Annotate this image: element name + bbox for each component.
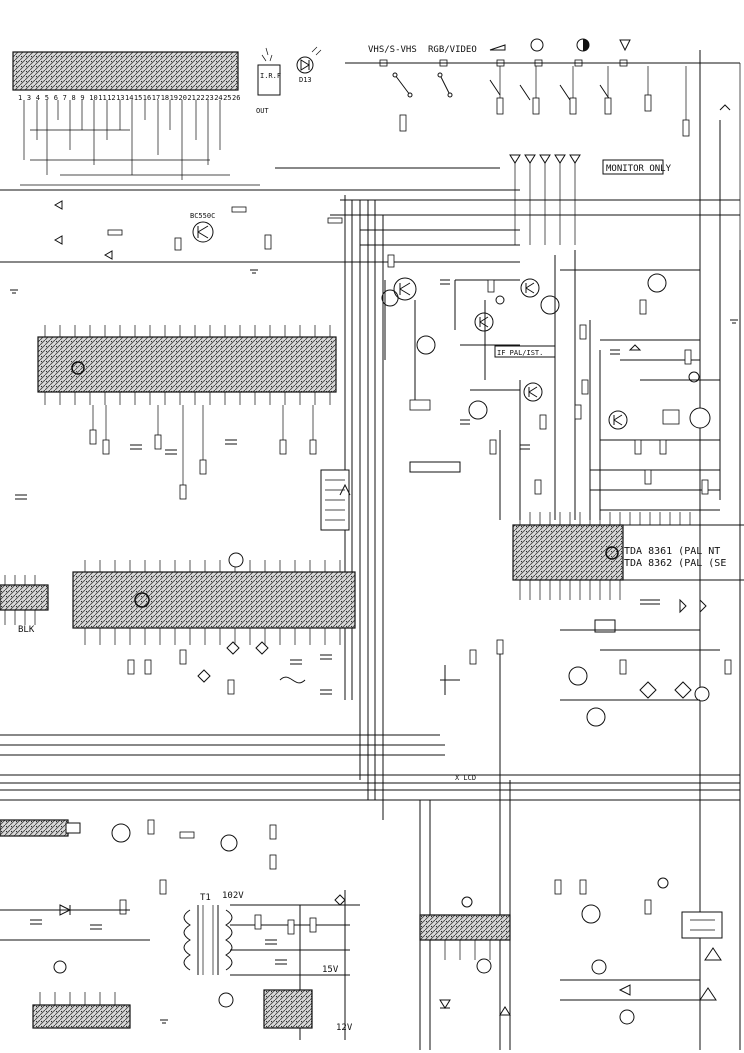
- label-rgb-video: RGB/VIDEO: [428, 45, 477, 55]
- connector-pin-number: 1: [18, 94, 22, 102]
- svg-text:I.R.F: I.R.F: [260, 72, 281, 80]
- bottom-right-components: [560, 911, 723, 1025]
- main-ic-upper: [37, 325, 337, 405]
- connector-pin-number: 10: [89, 94, 97, 102]
- connector-pin-number: 4: [36, 94, 40, 102]
- top-symbol-icons: [489, 38, 631, 52]
- ir-receiver: I.R.F OUT: [256, 47, 281, 115]
- connector-pin-number: 14: [125, 94, 133, 102]
- bottom-ic-left: [32, 960, 131, 1029]
- connector-pin-number: 18: [161, 94, 169, 102]
- label-t1: T1: [200, 893, 211, 903]
- resistors-top-right: [399, 63, 741, 250]
- passives-below-lower-mid-ic: [127, 641, 332, 695]
- label-vhs-svhs: VHS/S-VHS: [368, 45, 417, 55]
- label-tda-line2: TDA 8362 (PAL (SE: [624, 558, 726, 569]
- lower-right-components: [440, 598, 732, 727]
- supply-wiring: [230, 890, 360, 1040]
- connector-pin-number: 24: [214, 94, 222, 102]
- header-jacks-row: [345, 59, 740, 67]
- connector-pin-number: 22: [196, 94, 204, 102]
- resistors-left-upper: [107, 206, 343, 251]
- svg-text:OUT: OUT: [256, 107, 269, 115]
- transformer-t1: [183, 905, 234, 1008]
- passives-below-main-ic: [15, 405, 317, 500]
- central-wiring: [384, 250, 720, 520]
- connector-pin-number: 8: [72, 94, 76, 102]
- connector-pin-number: 3: [27, 94, 31, 102]
- connector-pin-number: 21: [187, 94, 195, 102]
- arrow-connector-row: [509, 154, 581, 245]
- bottom-ic-right: [419, 896, 511, 1016]
- connector-pin-number: 12: [107, 94, 115, 102]
- connector-pin-number: 26: [232, 94, 240, 102]
- bottom-transistors: [111, 823, 669, 924]
- connector-pin-number: 7: [63, 94, 67, 102]
- connector-pin-number: 6: [54, 94, 58, 102]
- svg-text:BC550C: BC550C: [190, 212, 215, 220]
- label-102v: 102V: [222, 891, 244, 901]
- svg-text:D13: D13: [299, 76, 312, 84]
- if-pal-box: [494, 345, 556, 358]
- small-label-box: [409, 461, 461, 473]
- ground-symbols: [10, 104, 738, 1024]
- connector-pin-number: 23: [205, 94, 213, 102]
- transistor-t10: BC550C: [190, 212, 215, 243]
- monitor-only-box: [602, 159, 664, 175]
- label-12v: 12V: [336, 1023, 353, 1033]
- label-15v: 15V: [322, 965, 339, 975]
- connector-pin-number: 11: [98, 94, 106, 102]
- connector-pin-number: 13: [116, 94, 124, 102]
- switch-contacts: [392, 72, 611, 101]
- diodes-left: [53, 200, 113, 260]
- connector-pin-number: 15: [134, 94, 142, 102]
- connector-block-mid: [320, 469, 350, 531]
- label-if-pal: IF PAL/IST.: [497, 349, 543, 357]
- connector-pin-number: 16: [143, 94, 151, 102]
- label-x-lcd: X LCD: [455, 774, 476, 782]
- tda-ic: [512, 512, 744, 600]
- label-tda-line1: TDA 8361 (PAL NT: [624, 546, 720, 557]
- connector-pin-number: 25: [223, 94, 231, 102]
- connector-pin-wires: [20, 100, 260, 186]
- lower-mid-ic: [72, 560, 356, 645]
- bottom-passives: [0, 819, 652, 941]
- bottom-ic-center: [263, 989, 313, 1029]
- connector-pin-number: 5: [45, 94, 49, 102]
- label-monitor-only: MONITOR ONLY: [606, 164, 672, 174]
- connector-pin-number: 19: [170, 94, 178, 102]
- left-small-ic: [0, 575, 49, 625]
- connector-pin-number: 9: [80, 94, 84, 102]
- top-connector: [12, 51, 239, 91]
- connector-pin-number: 20: [179, 94, 187, 102]
- circle-badge-lower-mid: [228, 552, 244, 568]
- bottom-left-ic: [0, 819, 81, 837]
- label-blk: BLK: [18, 625, 35, 635]
- led-d13: D13: [296, 46, 322, 84]
- connector-pin-number: 17: [152, 94, 160, 102]
